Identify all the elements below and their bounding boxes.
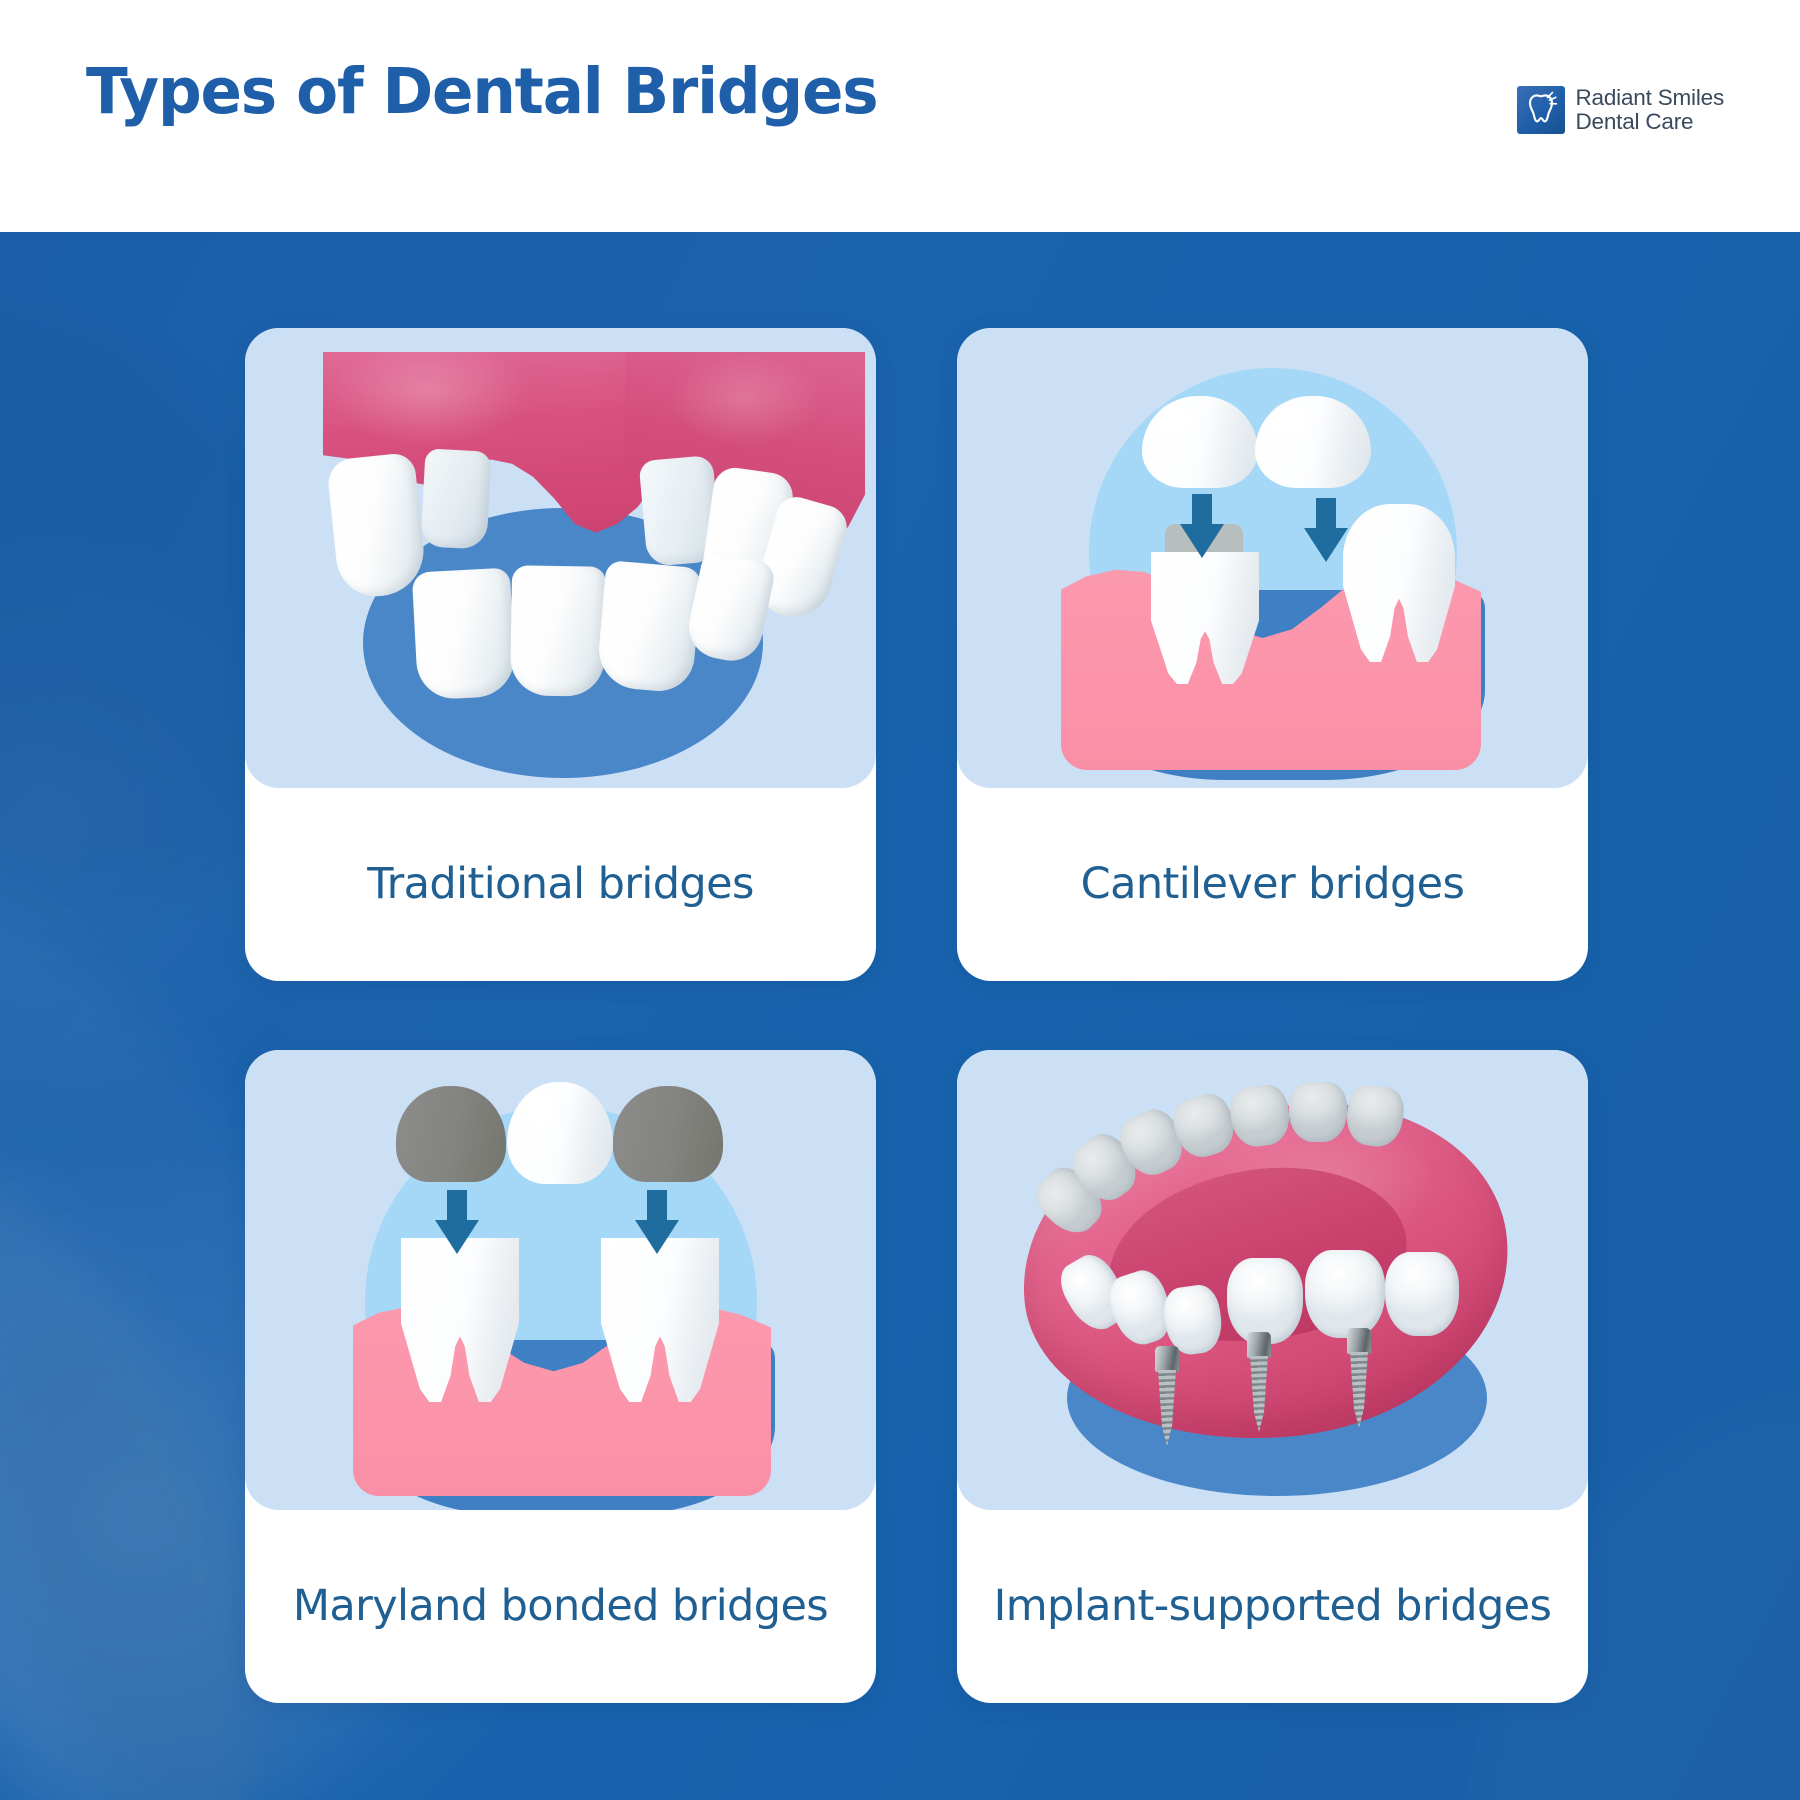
implant-crown: [1385, 1252, 1459, 1336]
header-bar: Types of Dental Bridges Radiant Smiles D…: [0, 0, 1800, 232]
bridge-unit-pontic: [509, 565, 607, 697]
card-label: Maryland bonded bridges: [292, 1580, 829, 1631]
implant-screw: [1345, 1328, 1373, 1432]
cantilever-bridge-illustration: [957, 328, 1588, 788]
brand-logo: Radiant Smiles Dental Care: [1517, 86, 1724, 134]
prepared-abutment-tooth: [420, 448, 492, 550]
down-arrow-icon: [635, 1190, 679, 1254]
page-title: Types of Dental Bridges: [86, 55, 879, 128]
card-traditional[interactable]: Traditional bridges: [245, 328, 876, 981]
illustration-panel-implant: [957, 1050, 1588, 1510]
implant-screw: [1245, 1332, 1273, 1436]
card-caption-implant: Implant-supported bridges: [957, 1510, 1588, 1703]
down-arrow-icon: [1304, 498, 1348, 562]
metal-wing-right: [613, 1086, 723, 1182]
brand-logo-line1: Radiant Smiles: [1575, 85, 1724, 111]
down-arrow-icon: [1180, 494, 1224, 558]
card-caption-traditional: Traditional bridges: [245, 788, 876, 981]
traditional-bridge-illustration: [245, 328, 876, 788]
card-implant[interactable]: Implant-supported bridges: [957, 1050, 1588, 1703]
down-arrow-icon: [435, 1190, 479, 1254]
bridge-types-grid: Traditional bridges: [0, 232, 1800, 1800]
maryland-bonded-bridge-illustration: [245, 1050, 876, 1510]
metal-wing-left: [396, 1086, 506, 1182]
tooth-sparkle-icon: [1517, 86, 1566, 134]
card-caption-cantilever: Cantilever bridges: [957, 788, 1588, 981]
bridge-crown-pontic: [1255, 396, 1371, 488]
pontic-tooth: [507, 1082, 613, 1184]
bridge-crown: [1142, 396, 1258, 488]
illustration-panel-cantilever: [957, 328, 1588, 788]
illustration-panel-traditional: [245, 328, 876, 788]
card-label: Implant-supported bridges: [993, 1580, 1552, 1631]
implant-supported-bridge-illustration: [957, 1050, 1588, 1510]
card-label: Cantilever bridges: [1080, 858, 1465, 909]
implant-screw: [1153, 1346, 1181, 1446]
natural-tooth: [1289, 1082, 1347, 1142]
bridge-unit: [411, 567, 517, 701]
card-label: Traditional bridges: [367, 858, 754, 909]
brand-logo-line2: Dental Care: [1575, 109, 1694, 134]
card-caption-maryland: Maryland bonded bridges: [245, 1510, 876, 1703]
implant-crown: [1227, 1258, 1303, 1344]
bridge-unit: [595, 560, 703, 694]
card-cantilever[interactable]: Cantilever bridges: [957, 328, 1588, 981]
illustration-panel-maryland: [245, 1050, 876, 1510]
card-maryland[interactable]: Maryland bonded bridges: [245, 1050, 876, 1703]
natural-tooth: [325, 451, 429, 601]
implant-crown-pontic: [1305, 1250, 1385, 1338]
brand-logo-text: Radiant Smiles Dental Care: [1575, 86, 1724, 134]
